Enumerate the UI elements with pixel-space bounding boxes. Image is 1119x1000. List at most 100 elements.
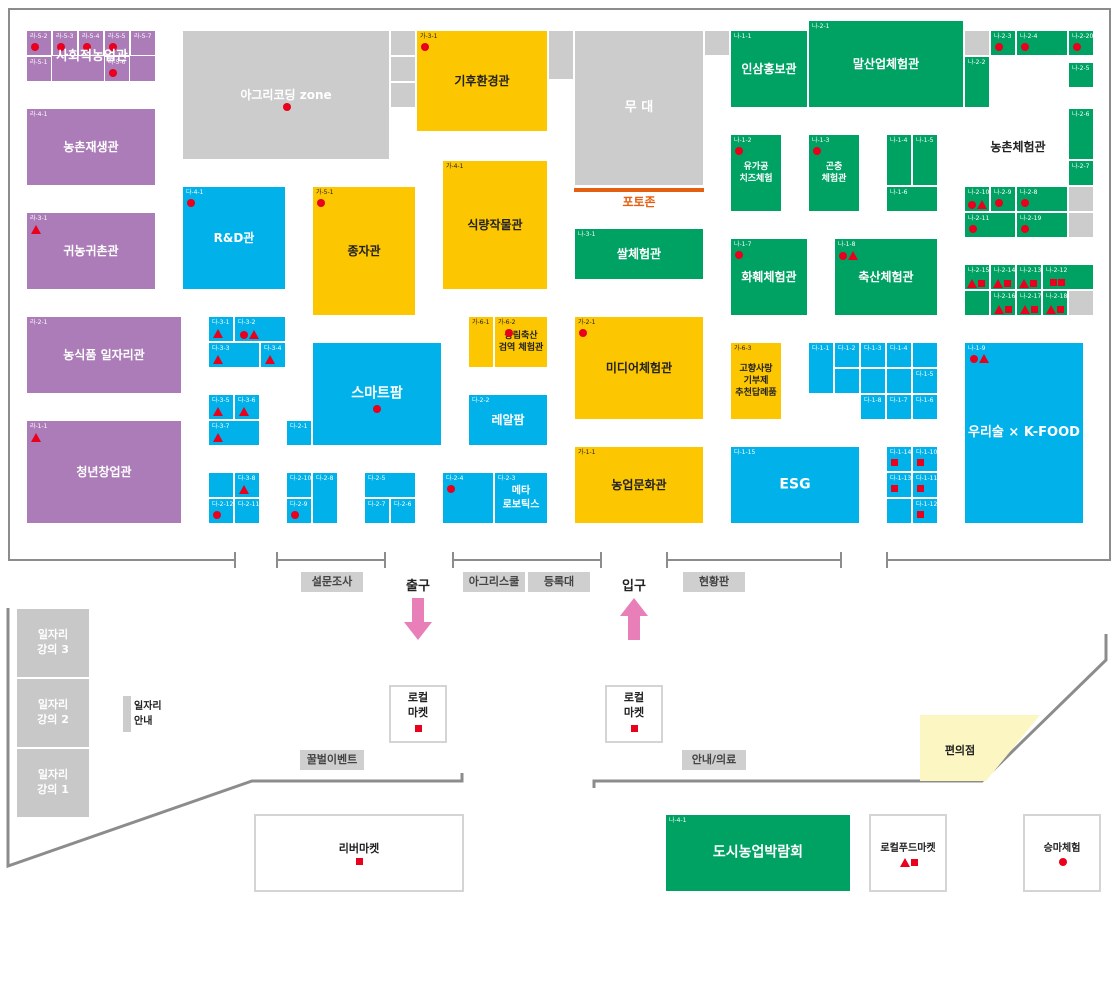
booth-ra-5-2[interactable]: 라-5-2 bbox=[26, 30, 52, 56]
booth-na-2-15[interactable]: 나-2-15 bbox=[964, 264, 990, 290]
booth-da-3-1[interactable]: 다-3-1 bbox=[208, 316, 234, 342]
booth-na-1-6[interactable]: 나-1-6 bbox=[886, 186, 938, 212]
booth-da-2-12[interactable]: 다-2-12 bbox=[208, 498, 234, 524]
booth-da-1-7[interactable]: 다-1-7 bbox=[886, 394, 912, 420]
booth-da-3-2[interactable]: 다-3-2 bbox=[234, 316, 286, 342]
bee-event-desk[interactable]: 꿀벌이벤트 bbox=[300, 750, 364, 770]
booth-da-2-4[interactable]: 다-2-4 bbox=[442, 472, 494, 524]
booth-da-1-13[interactable]: 다-1-13 bbox=[886, 472, 912, 498]
booth-da-1-5[interactable]: 다-1-5 bbox=[912, 368, 938, 394]
booth-river-market[interactable]: 리버마켓 bbox=[254, 814, 464, 892]
booth-da-1-6[interactable]: 다-1-6 bbox=[912, 394, 938, 420]
booth-ra-5-7[interactable]: 라-5-7 bbox=[130, 30, 156, 56]
status-board[interactable]: 현황판 bbox=[683, 572, 745, 592]
booth-na-2-8[interactable]: 나-2-8 bbox=[1016, 186, 1068, 212]
booth-ra-5-3[interactable]: 라-5-3 bbox=[52, 30, 78, 56]
booth-da-2-8[interactable]: 다-2-8 bbox=[312, 472, 338, 524]
booth-stage[interactable]: 무 대 bbox=[574, 30, 704, 186]
booth-da-2-10[interactable]: 다-2-10 bbox=[286, 472, 312, 498]
booth-da-2-9[interactable]: 다-2-9 bbox=[286, 498, 312, 524]
booth-na-1-4[interactable]: 나-1-4 bbox=[886, 134, 912, 186]
booth-da-3-8[interactable]: 다-3-8 bbox=[234, 472, 260, 498]
booth-na-2-2[interactable]: 나-2-2 bbox=[964, 56, 990, 108]
booth-na-2-9[interactable]: 나-2-9 bbox=[990, 186, 1016, 212]
booth-na-2-19[interactable]: 나-2-19 bbox=[1016, 212, 1068, 238]
booth-na-1-5[interactable]: 나-1-5 bbox=[912, 134, 938, 186]
booth-horse-riding[interactable]: 승마체험 bbox=[1023, 814, 1101, 892]
booth-na-2-3[interactable]: 나-2-3 bbox=[990, 30, 1016, 56]
booth-ra-5-6[interactable]: 라-5-6 bbox=[104, 56, 130, 82]
booth-local-market-right[interactable]: 로컬 마켓 bbox=[605, 685, 663, 743]
booth-job-lecture-2[interactable]: 일자리 강의 2 bbox=[16, 678, 90, 748]
booth-job-lecture-1[interactable]: 일자리 강의 1 bbox=[16, 748, 90, 818]
booth-na-2-12[interactable]: 나-2-12 bbox=[1042, 264, 1094, 290]
booth-na-2-16[interactable]: 나-2-16 bbox=[990, 290, 1016, 316]
booth-da-1-8[interactable]: 다-1-8 bbox=[860, 394, 886, 420]
booth-na-2-5[interactable]: 나-2-5 bbox=[1068, 62, 1094, 88]
booth-da-3-4[interactable]: 다-3-4 bbox=[260, 342, 286, 368]
booth-na-2-14[interactable]: 나-2-14 bbox=[990, 264, 1016, 290]
booth-da-2-7[interactable]: 다-2-7 bbox=[364, 498, 390, 524]
booth-da-1-2[interactable]: 다-1-2 bbox=[834, 342, 860, 368]
booth-ra-5-5[interactable]: 라-5-5 bbox=[104, 30, 130, 56]
info-medical-desk[interactable]: 안내/의료 bbox=[682, 750, 746, 770]
booth-na-2-20[interactable]: 나-2-20 bbox=[1068, 30, 1094, 56]
booth-da-2-11[interactable]: 다-2-11 bbox=[234, 498, 260, 524]
job-info-label[interactable]: 일자리 안내 bbox=[134, 701, 162, 727]
booth-local-food-market[interactable]: 로컬푸드마켓 bbox=[869, 814, 947, 892]
booth-smart-farm[interactable]: 스마트팜 bbox=[312, 342, 442, 446]
booth-da-1-3[interactable]: 다-1-3 bbox=[860, 342, 886, 368]
booth-na-2-10[interactable]: 나-2-10 bbox=[964, 186, 990, 212]
booth-da-1-12[interactable]: 다-1-12 bbox=[912, 498, 938, 524]
registration-desk[interactable]: 등록대 bbox=[528, 572, 590, 592]
booth-na-2-7[interactable]: 나-2-7 bbox=[1068, 160, 1094, 186]
booth-na-2-6[interactable]: 나-2-6 bbox=[1068, 108, 1094, 160]
booth-da-1-4[interactable]: 다-1-4 bbox=[886, 342, 912, 368]
booth-da-1-14[interactable]: 다-1-14 bbox=[886, 446, 912, 472]
booth-na-2-18[interactable]: 나-2-18 bbox=[1042, 290, 1068, 316]
booth-da-2-5[interactable]: 다-2-5 bbox=[364, 472, 416, 498]
booth-da-2-1[interactable]: 다-2-1 bbox=[286, 420, 312, 446]
booth-da-3-5[interactable]: 다-3-5 bbox=[208, 394, 234, 420]
booth-da-3-3[interactable]: 다-3-3 bbox=[208, 342, 260, 368]
booth-na-2-11[interactable]: 나-2-11 bbox=[964, 212, 1016, 238]
booth-da-1-11[interactable]: 다-1-11 bbox=[912, 472, 938, 498]
booth-job-lecture-3[interactable]: 일자리 강의 3 bbox=[16, 608, 90, 678]
survey-desk[interactable]: 설문조사 bbox=[301, 572, 363, 592]
booth-da-3-6[interactable]: 다-3-6 bbox=[234, 394, 260, 420]
agri-school-desk[interactable]: 아그리스쿨 bbox=[463, 572, 525, 592]
booth-ra-5-1[interactable]: 라-5-1 bbox=[26, 56, 52, 82]
booth-na-2-17[interactable]: 나-2-17 bbox=[1016, 290, 1042, 316]
booth-ga-6-1[interactable]: 가-6-1 bbox=[468, 316, 494, 368]
booth-ra-5-4[interactable]: 라-5-4 bbox=[78, 30, 104, 56]
booth-agri-coding-zone[interactable]: 아그리코딩 zone bbox=[182, 30, 390, 160]
booth-local-market-left[interactable]: 로컬 마켓 bbox=[389, 685, 447, 743]
booth-na-2-13[interactable]: 나-2-13 bbox=[1016, 264, 1042, 290]
booth-da-1-1[interactable]: 다-1-1 bbox=[808, 342, 834, 394]
booth-da-1-10[interactable]: 다-1-10 bbox=[912, 446, 938, 472]
booth-da-3-7[interactable]: 다-3-7 bbox=[208, 420, 260, 446]
booth-na-2-4[interactable]: 나-2-4 bbox=[1016, 30, 1068, 56]
